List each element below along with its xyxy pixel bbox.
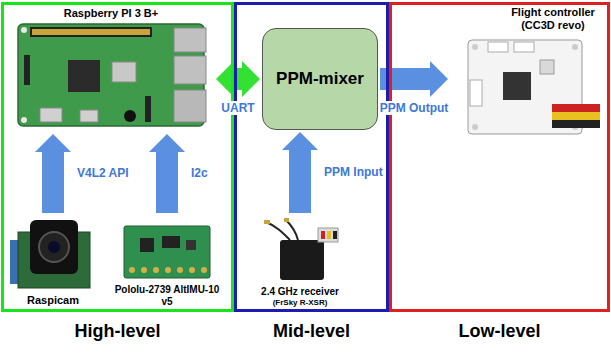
text-group: Raspberry PI 3 B+ bbox=[8, 7, 214, 20]
part-label: 2.4 GHz receiver bbox=[245, 286, 355, 298]
camera-illustration bbox=[10, 220, 90, 288]
text-group: Low-level bbox=[372, 321, 611, 342]
camera-node: Raspicam bbox=[5, 215, 101, 308]
box-label: PPM-mixer bbox=[269, 69, 371, 89]
level-heading: Low-level bbox=[372, 321, 611, 342]
signal-label: PPM Input bbox=[322, 165, 385, 179]
signal-label: V4L2 API bbox=[75, 166, 131, 180]
part-label: (FrSky R-XSR) bbox=[245, 298, 355, 307]
block-arrow bbox=[216, 61, 260, 97]
board-node: Raspberry PI 3 B+ bbox=[8, 4, 214, 132]
raspberry-pi-board bbox=[18, 24, 206, 126]
sensor-node: Pololu-2739 AltIMU-10 v5 bbox=[112, 215, 222, 308]
signal-label: I2c bbox=[189, 166, 210, 180]
text-group: Flight controller (CC3D revo) bbox=[450, 6, 606, 31]
text-group: High-level bbox=[0, 321, 251, 342]
receiver-illustration bbox=[264, 218, 338, 280]
imu-board bbox=[124, 226, 210, 278]
controller-node: Flight controller (CC3D revo) bbox=[450, 3, 606, 140]
part-label: Raspberry PI 3 B+ bbox=[8, 7, 214, 20]
block-arrow bbox=[282, 132, 318, 213]
signal-label: UART bbox=[219, 101, 256, 115]
text-group: PPM-mixer bbox=[263, 69, 377, 89]
part-label: Flight controller (CC3D revo) bbox=[500, 6, 606, 31]
part-label: Pololu-2739 AltIMU-10 v5 bbox=[112, 284, 222, 307]
mixer-box: PPM-mixer bbox=[262, 28, 378, 130]
text-group: Mid-level bbox=[217, 321, 406, 342]
flight-controller-board bbox=[468, 40, 600, 134]
block-arrow bbox=[35, 134, 71, 213]
signal-label: PPM Output bbox=[378, 101, 451, 115]
level-heading: High-level bbox=[0, 321, 251, 342]
level-heading: Mid-level bbox=[217, 321, 406, 342]
receiver-node: 2.4 GHz receiver(FrSky R-XSR) bbox=[245, 215, 355, 308]
level-region: Mid-levelPPM-mixer2.4 GHz receiver(FrSky… bbox=[234, 2, 389, 312]
part-label: Raspicam bbox=[5, 294, 101, 307]
level-region: Low-levelFlight controller (CC3D revo) bbox=[389, 2, 610, 312]
block-arrow bbox=[149, 134, 185, 213]
level-region: High-levelRaspberry PI 3 B+RaspicamPolol… bbox=[1, 2, 234, 312]
text-group: Raspicam bbox=[5, 294, 101, 307]
text-group: Pololu-2739 AltIMU-10 v5 bbox=[112, 284, 222, 307]
text-group: 2.4 GHz receiver(FrSky R-XSR) bbox=[245, 286, 355, 307]
